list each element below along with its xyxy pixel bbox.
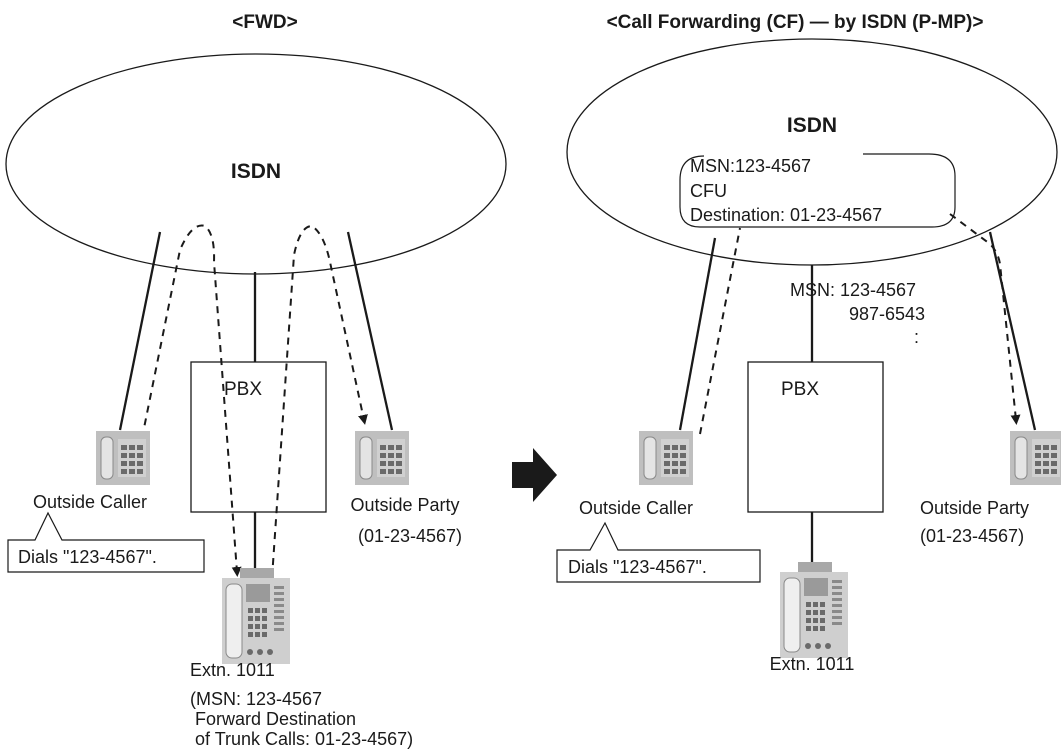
- left-extension-note-1: (MSN: 123-4567: [190, 689, 322, 709]
- left-caller-line: [118, 231, 162, 431]
- left-extension-phone-icon: [221, 567, 291, 665]
- right-forwarded-call-path: [949, 213, 1021, 425]
- right-outside-caller-phone-icon: [638, 430, 694, 486]
- left-extension-note-3: of Trunk Calls: 01-23-4567): [190, 729, 413, 749]
- right-title: <Call Forwarding (CF) — by ISDN (P-MP)>: [607, 12, 984, 33]
- left-outside-caller-label: Outside Caller: [33, 492, 147, 512]
- left-party-line: [346, 231, 394, 431]
- right-msn-box-line-3: Destination: 01-23-4567: [690, 205, 882, 225]
- left-forwarded-call-path: [271, 224, 368, 579]
- left-extension-note-2: Forward Destination: [190, 709, 356, 729]
- right-msn-list-3: :: [914, 327, 919, 347]
- left-caller-bubble-text: Dials "123-4567".: [18, 547, 157, 567]
- right-outside-party-phone-icon: [1009, 430, 1061, 486]
- right-pbx-label: PBX: [781, 379, 819, 400]
- left-caller-bubble: [7, 511, 205, 573]
- left-outside-party-label: Outside Party: [350, 495, 459, 515]
- left-title: <FWD>: [232, 12, 297, 33]
- left-outside-party-phone-icon: [354, 430, 410, 486]
- right-isdn-label: ISDN: [787, 114, 837, 137]
- left-pbx-label: PBX: [224, 379, 262, 400]
- right-caller-bubble: [556, 521, 761, 583]
- right-isdn-cloud: [566, 38, 1058, 266]
- right-pbx-box: [747, 361, 884, 513]
- right-party-line: [988, 231, 1037, 431]
- left-outside-caller-phone-icon: [95, 430, 151, 486]
- right-msn-list-2: 987-6543: [849, 304, 925, 324]
- right-msn-box-line-2: CFU: [690, 181, 727, 201]
- transition-arrow-icon: [512, 448, 557, 502]
- right-incoming-call-path: [699, 227, 741, 435]
- right-outside-party-number: (01-23-4567): [920, 526, 1024, 546]
- right-msn-box-line-1: MSN:123-4567: [690, 156, 811, 176]
- left-outside-party-number: (01-23-4567): [358, 526, 462, 546]
- right-extension-label: Extn. 1011: [770, 654, 855, 674]
- left-pbx-box: [190, 361, 327, 513]
- right-extension-phone-icon: [779, 561, 849, 659]
- right-msn-box: [679, 153, 956, 228]
- right-msn-list-1: MSN: 123-4567: [790, 280, 916, 300]
- right-caller-line: [678, 237, 717, 431]
- left-isdn-label: ISDN: [231, 160, 281, 183]
- right-outside-party-label: Outside Party: [920, 498, 1029, 518]
- right-caller-bubble-text: Dials "123-4567".: [568, 557, 707, 577]
- left-extension-label: Extn. 1011: [190, 660, 275, 680]
- right-outside-caller-label: Outside Caller: [579, 498, 693, 518]
